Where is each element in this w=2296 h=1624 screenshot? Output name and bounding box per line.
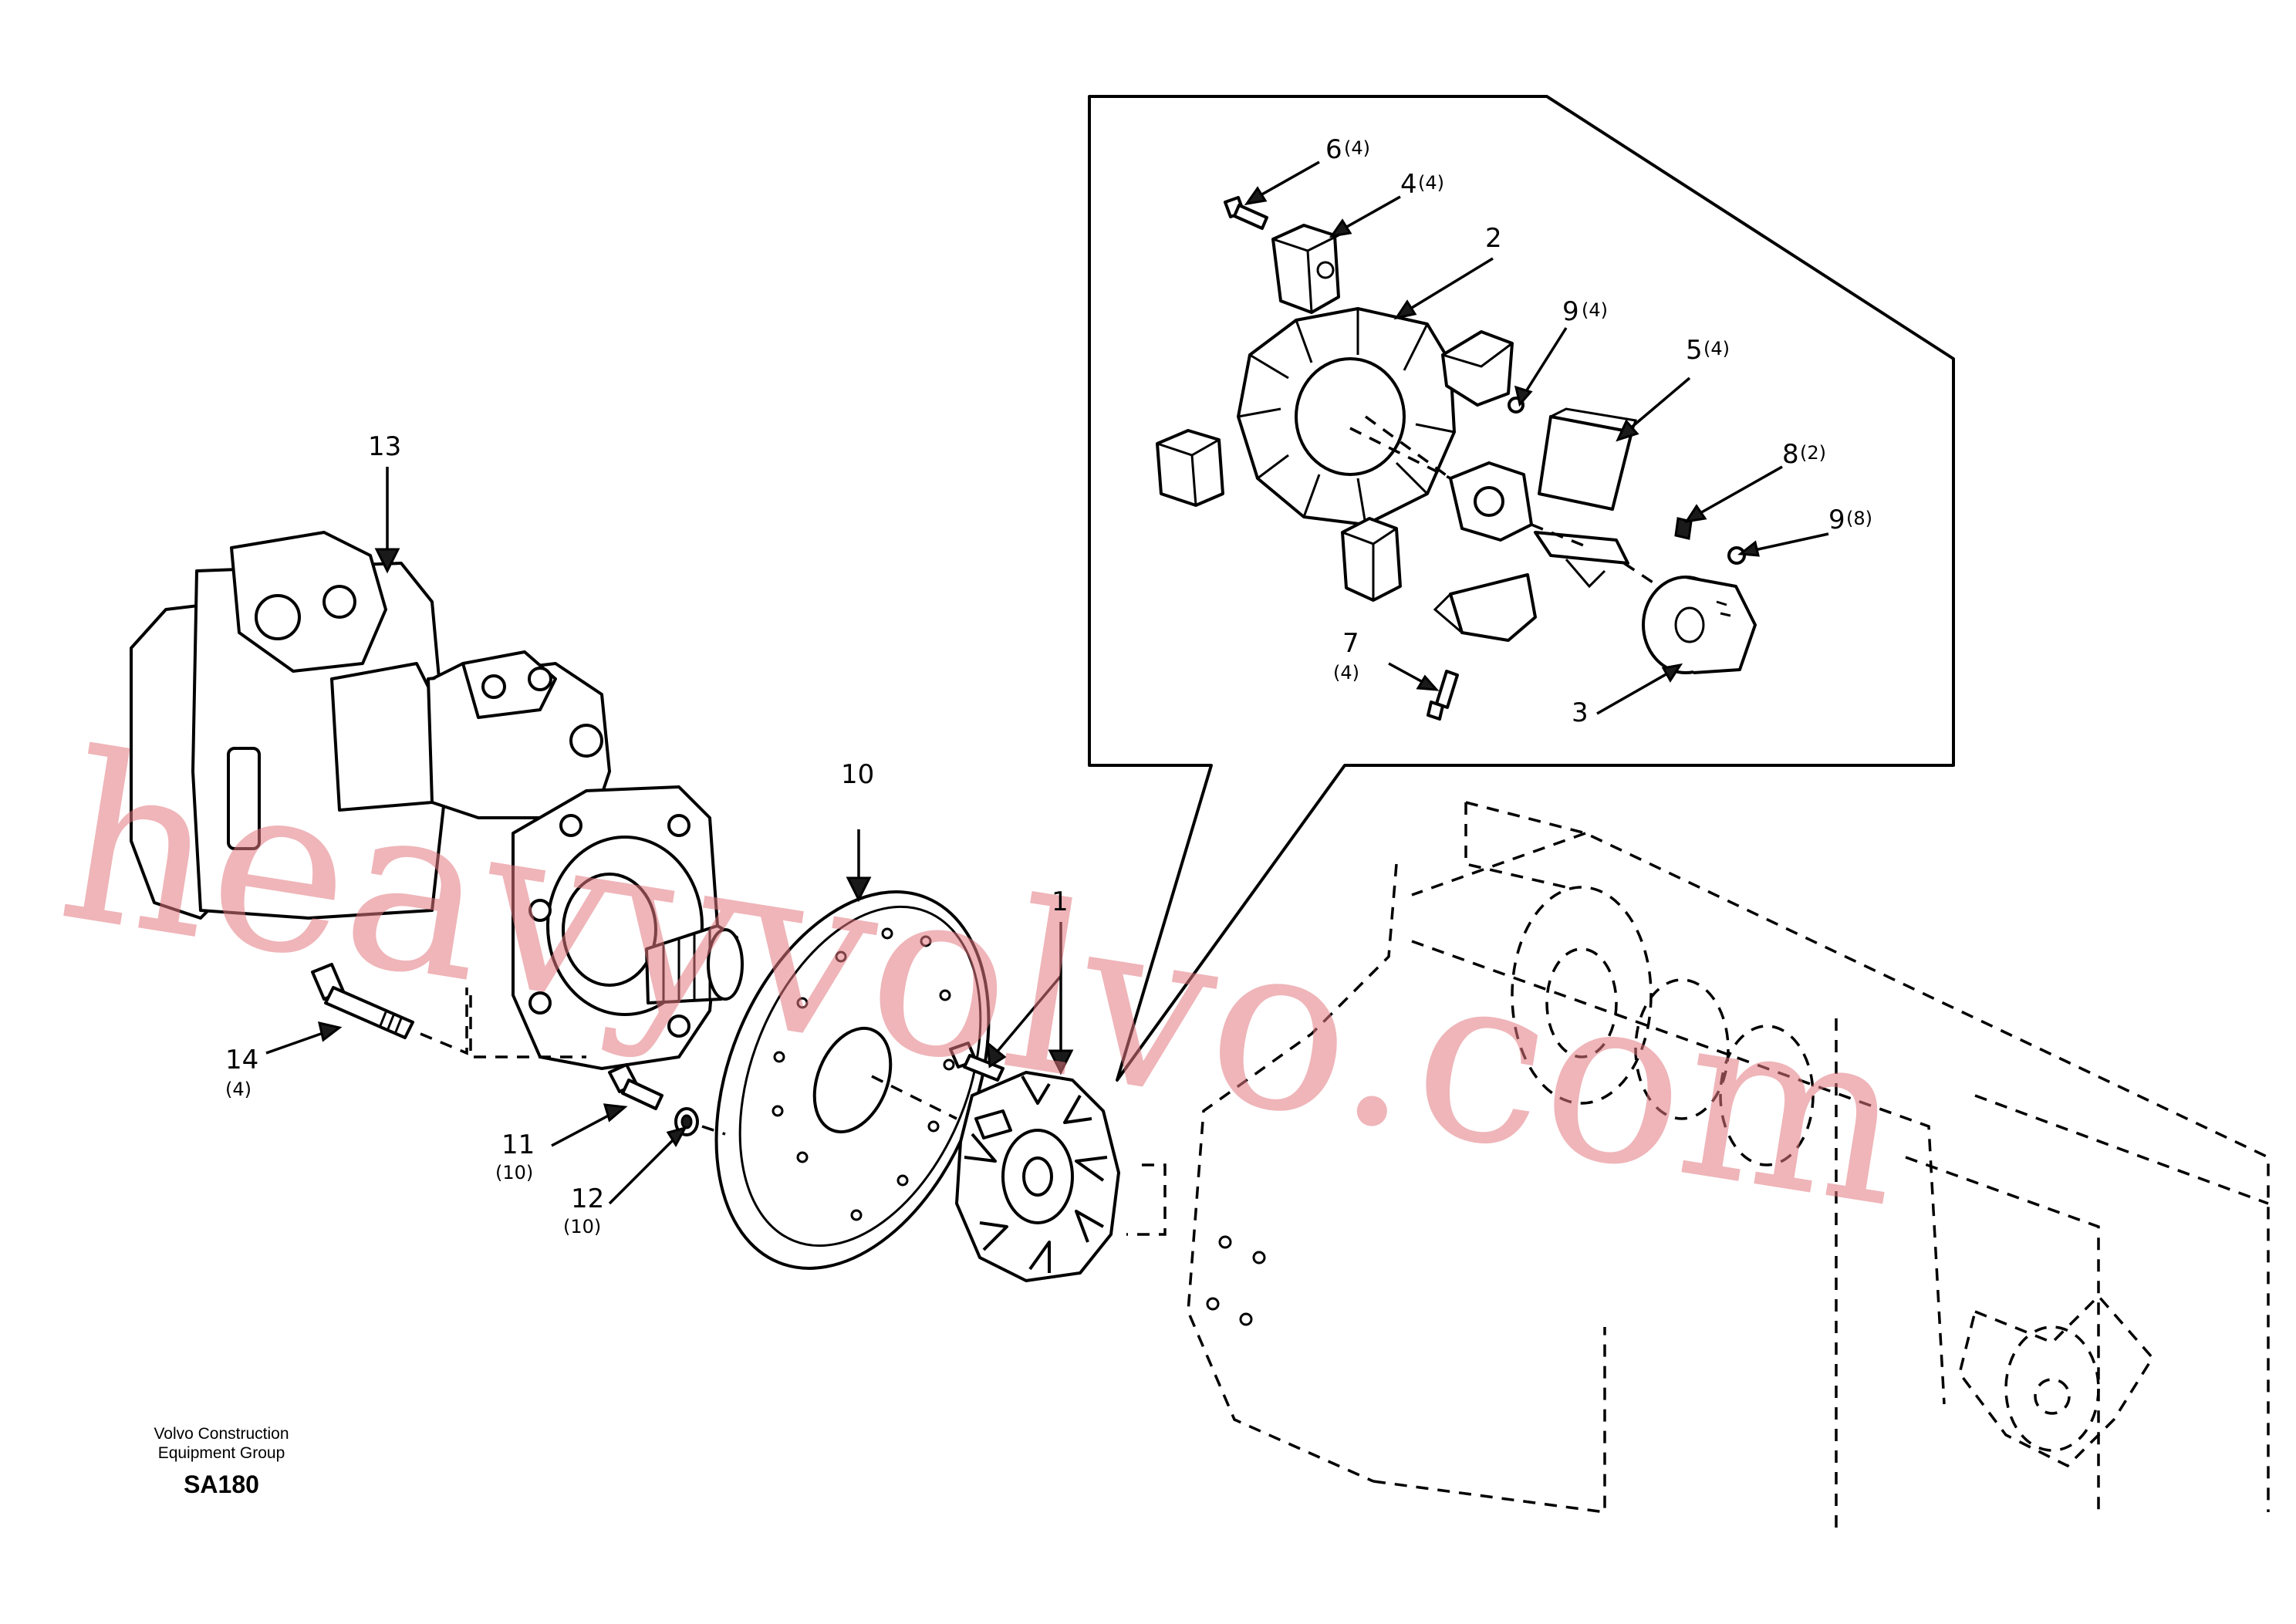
callout-8: 8 (2) [1782, 439, 1826, 470]
callout-4-qty: (4) [1418, 172, 1444, 194]
callout-5: 5 (4) [1686, 335, 1730, 366]
detail-bolt-6 [1224, 196, 1268, 230]
detail-spacer-4 [1271, 224, 1340, 314]
detail-spacer-left [1156, 429, 1224, 507]
callout-5-qty: (4) [1703, 338, 1730, 360]
detail-dashes [1349, 427, 1590, 549]
callout-3-number: 3 [1572, 697, 1589, 728]
callout-10: 10 [841, 759, 874, 790]
callout-6-number: 6 [1325, 134, 1342, 165]
footer-company-line2: Equipment Group [158, 1444, 285, 1462]
detail-element-2 [1237, 307, 1456, 526]
callout-9-lower-qty: (8) [1846, 508, 1872, 529]
bolt-11 [608, 1063, 663, 1110]
detail-pin-middle [1534, 531, 1629, 589]
engine-outline [1187, 801, 2270, 1528]
flywheel [714, 890, 991, 1270]
callout-4-number: 4 [1400, 169, 1417, 200]
callout-7: 7 (4) [1333, 628, 1359, 684]
callout-4: 4 (4) [1400, 169, 1444, 200]
bolt-14 [311, 963, 468, 1055]
callout-9-lower-number: 9 [1828, 505, 1845, 535]
callout-8-number: 8 [1782, 439, 1799, 470]
callout-3: 3 [1572, 697, 1589, 728]
callout-6-qty: (4) [1344, 137, 1370, 159]
detail-spacer-bottom [1341, 517, 1402, 602]
callout-11-qty: (10) [495, 1162, 533, 1183]
callout-12-qty: (10) [563, 1216, 601, 1237]
callout-9-upper: 9 (4) [1562, 296, 1608, 327]
detail-hub-3 [1623, 562, 1757, 674]
callout-5-number: 5 [1686, 335, 1703, 366]
callout-9-upper-number: 9 [1562, 296, 1579, 327]
detail-spacer-right [1441, 330, 1514, 407]
footer-block: Volvo Construction Equipment Group SA180 [154, 1425, 289, 1498]
detail-wedge-7 [1433, 573, 1537, 642]
callout-9-upper-qty: (4) [1582, 299, 1608, 321]
footer-code: SA180 [184, 1470, 259, 1498]
callout-2-number: 2 [1485, 223, 1502, 254]
coupling-assembly [871, 1071, 1167, 1282]
callout-11: 11 (10) [495, 1129, 535, 1183]
callout-7-number: 7 [1342, 628, 1359, 659]
detail-hub [1364, 415, 1533, 542]
callout-12-number: 12 [571, 1183, 604, 1214]
callout-14-number: 14 [225, 1045, 258, 1075]
callout-10-number: 10 [841, 759, 874, 790]
callout-6: 6 (4) [1325, 134, 1370, 165]
leader-lines [265, 160, 1829, 1205]
callout-7-qty: (4) [1333, 662, 1359, 684]
callout-14: 14 (4) [225, 1045, 258, 1100]
callout-1-number: 1 [1052, 886, 1069, 917]
footer-company-line1: Volvo Construction [154, 1425, 289, 1443]
callout-1: 1 [1052, 886, 1069, 917]
callout-13-number: 13 [368, 431, 401, 462]
detail-setscrew-9b [1727, 546, 1746, 565]
detail-box [1088, 95, 1955, 1082]
callout-2: 2 [1485, 223, 1502, 254]
callout-8-qty: (2) [1800, 442, 1826, 464]
callout-14-qty: (4) [225, 1079, 252, 1100]
callout-13: 13 [368, 431, 401, 462]
callout-9-lower: 9 (8) [1828, 505, 1872, 535]
hydraulic-pump [130, 531, 744, 1070]
detail-bolt-7 [1427, 670, 1459, 721]
detail-wedge-5 [1538, 407, 1637, 511]
callout-11-number: 11 [501, 1129, 535, 1160]
callout-12: 12 (10) [563, 1183, 604, 1237]
